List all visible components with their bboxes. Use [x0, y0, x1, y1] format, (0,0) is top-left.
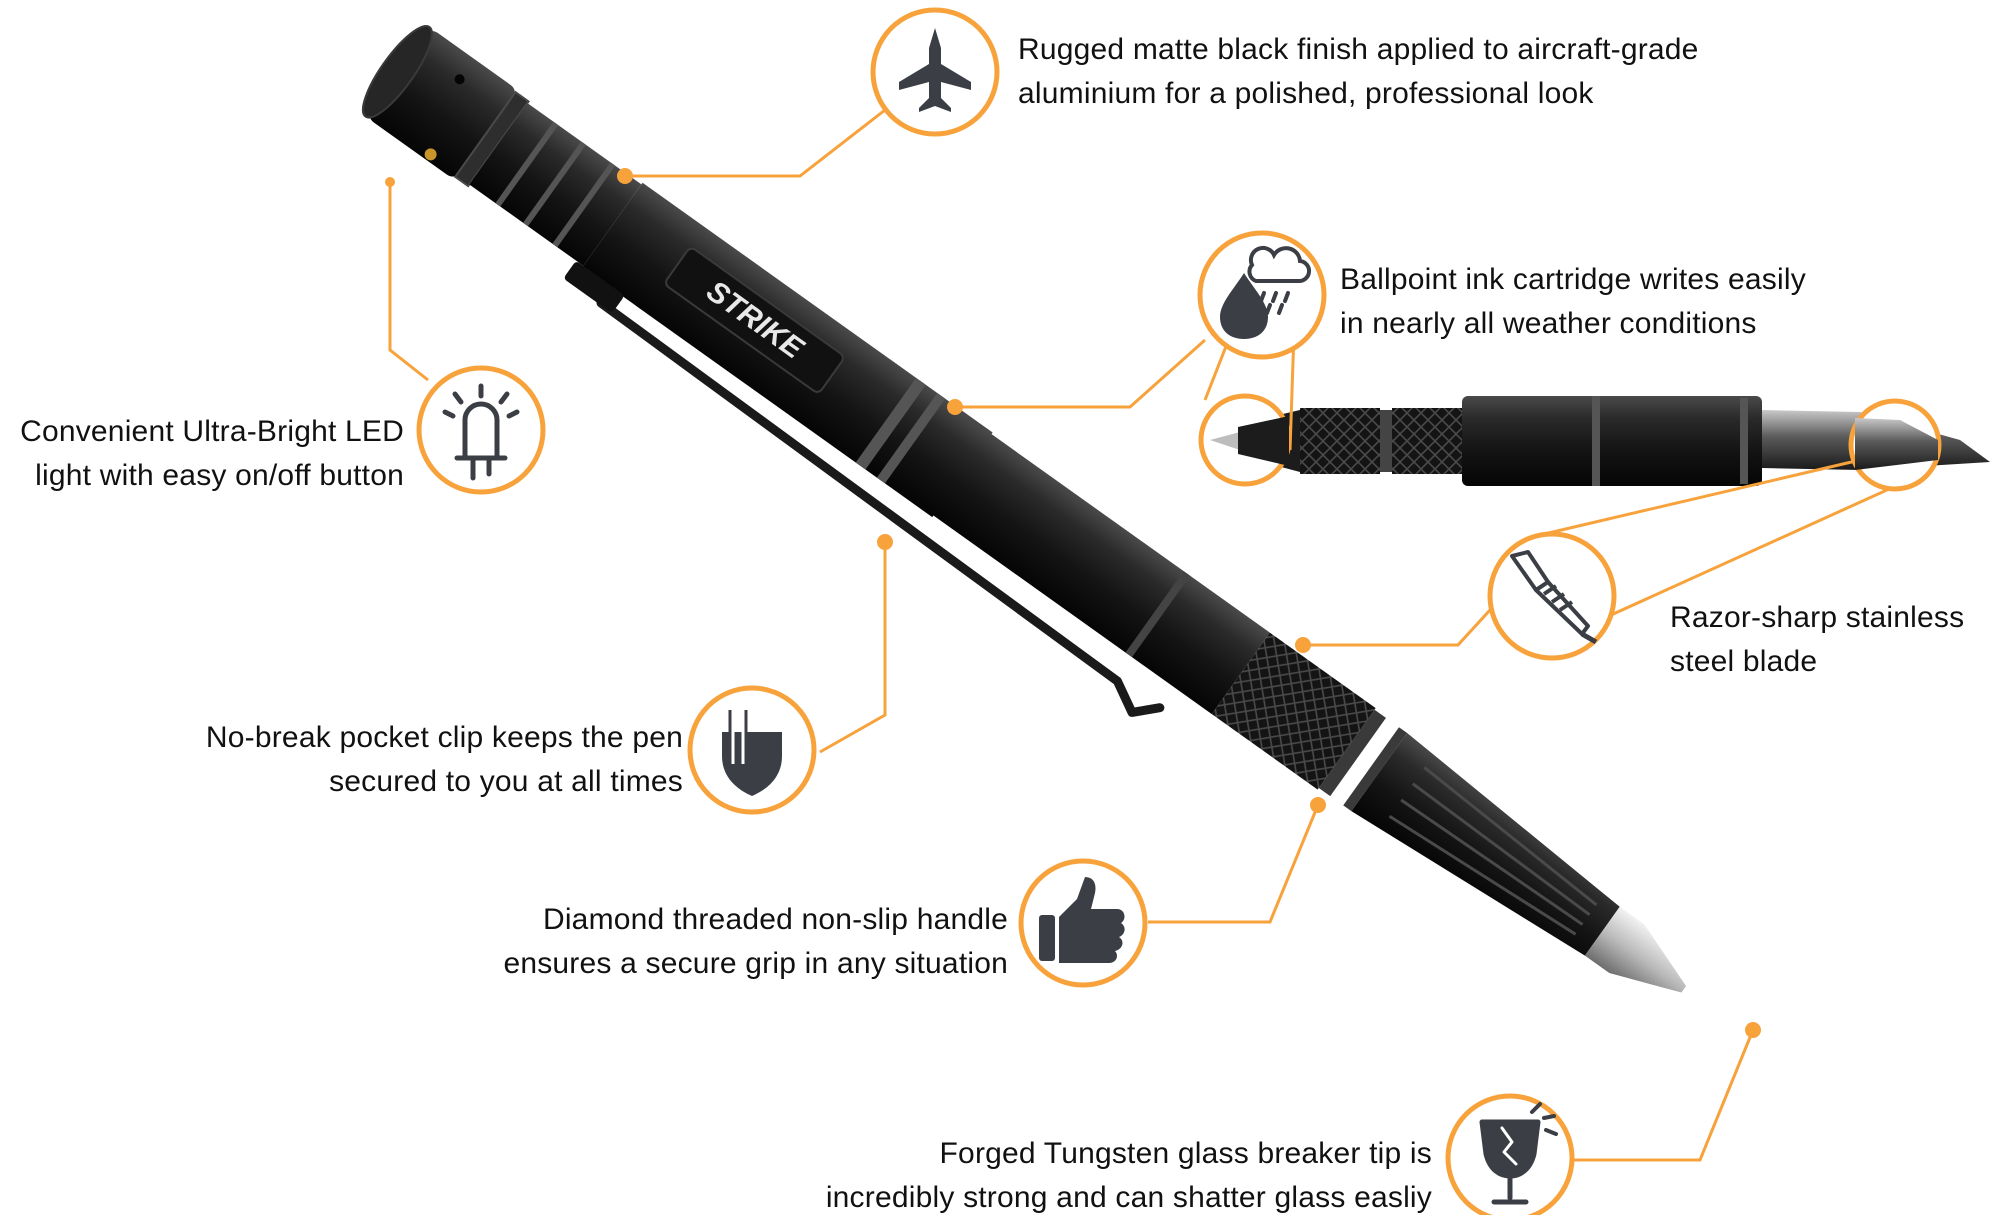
shield-clip-icon	[722, 709, 782, 796]
label-tip-line2: incredibly strong and can shatter glass …	[825, 1181, 1432, 1214]
leader-finish	[625, 108, 886, 178]
tungsten-tip	[1584, 906, 1687, 993]
label-finish-line1: Rugged matte black finish applied to air…	[1018, 33, 1699, 66]
label-finish-line2: aluminium for a polished, professional l…	[1018, 77, 1594, 110]
rain-drop-icon	[1220, 245, 1311, 339]
head-hole	[454, 74, 465, 85]
label-grip: Diamond threaded non-slip handle ensures…	[503, 898, 1008, 986]
main-pen: STRIKE	[361, 25, 1687, 993]
zoom-ink-tip	[1210, 432, 1240, 450]
dot-clip	[877, 534, 893, 550]
label-ink-line1: Ballpoint ink cartridge writes easily	[1340, 263, 1806, 296]
inset-body	[1462, 396, 1762, 486]
dot-finish	[617, 168, 633, 184]
blade-link-bottom	[1599, 473, 1921, 622]
mid-ring-2	[876, 392, 946, 484]
logo-plate	[665, 247, 844, 393]
leader-clip	[819, 542, 887, 754]
dot-grip	[1310, 797, 1326, 813]
label-ink: Ballpoint ink cartridge writes easily in…	[1340, 258, 1806, 346]
label-tip-line1: Forged Tungsten glass breaker tip is	[939, 1137, 1432, 1170]
inset-band	[1380, 410, 1392, 472]
dot-led	[385, 177, 395, 187]
grip-band-2	[1343, 727, 1408, 812]
callout-lines	[388, 108, 1921, 1162]
leader-ink	[955, 338, 1206, 409]
label-finish: Rugged matte black finish applied to air…	[1018, 28, 1699, 116]
grip-band-1	[1318, 709, 1386, 797]
label-ink-line2: in nearly all weather conditions	[1340, 307, 1757, 340]
clip-base	[564, 262, 624, 312]
circle-led	[416, 365, 546, 495]
label-clip-line1: No-break pocket clip keeps the pen	[205, 721, 683, 754]
inset-ring-2	[1740, 398, 1748, 484]
leader-led	[388, 182, 429, 382]
label-blade-line1: Razor-sharp stainless	[1670, 601, 1965, 634]
leader-blade	[1303, 608, 1492, 647]
utility-knife-icon	[1510, 550, 1598, 645]
knurled-grip	[1211, 632, 1376, 790]
upper-ring-1	[495, 121, 559, 207]
dot-tip	[1745, 1022, 1761, 1038]
inset-ring	[1592, 396, 1600, 486]
fluted-nose	[1351, 733, 1620, 956]
label-led-line1: Convenient Ultra-Bright LED	[20, 415, 404, 448]
leader-grip	[1148, 804, 1320, 924]
nose-flutes	[1388, 766, 1598, 936]
circle-blade	[1487, 531, 1617, 661]
thumbs-up-icon	[1039, 877, 1125, 963]
label-clip-line2: secured to you at all times	[329, 765, 683, 798]
broken-glass-icon	[1479, 1102, 1558, 1205]
label-blade: Razor-sharp stainless steel blade	[1670, 596, 1964, 684]
label-led: Convenient Ultra-Bright LED light with e…	[20, 410, 404, 498]
inset-pen	[1198, 396, 1990, 486]
label-grip-line1: Diamond threaded non-slip handle	[542, 903, 1008, 936]
callout-dots	[385, 168, 1761, 1038]
label-grip-line2: ensures a secure grip in any situation	[503, 947, 1008, 980]
dot-ink	[947, 399, 963, 415]
led-lens	[361, 25, 433, 119]
led-button	[424, 148, 437, 161]
label-clip: No-break pocket clip keeps the pen secur…	[206, 716, 683, 804]
led-bulb-icon	[442, 383, 520, 481]
mid-ring	[855, 377, 926, 470]
inset-knurl-a	[1300, 408, 1380, 474]
zoom-cone	[1238, 416, 1289, 466]
upper-ring-2	[523, 141, 587, 227]
label-led-line2: light with easy on/off button	[35, 459, 404, 492]
blade-link-top	[1539, 458, 1861, 537]
fighter-jet-icon	[899, 28, 971, 112]
label-tip: Forged Tungsten glass breaker tip is inc…	[826, 1132, 1432, 1220]
zoom-blade	[1855, 418, 1938, 470]
label-blade-line2: steel blade	[1670, 645, 1818, 678]
lower-barrel	[886, 400, 1270, 715]
inset-knurl-b	[1392, 408, 1462, 474]
dot-blade	[1295, 637, 1311, 653]
lower-ring	[1125, 571, 1191, 658]
leader-tip	[1572, 1029, 1755, 1162]
upper-ring-3	[552, 162, 616, 248]
